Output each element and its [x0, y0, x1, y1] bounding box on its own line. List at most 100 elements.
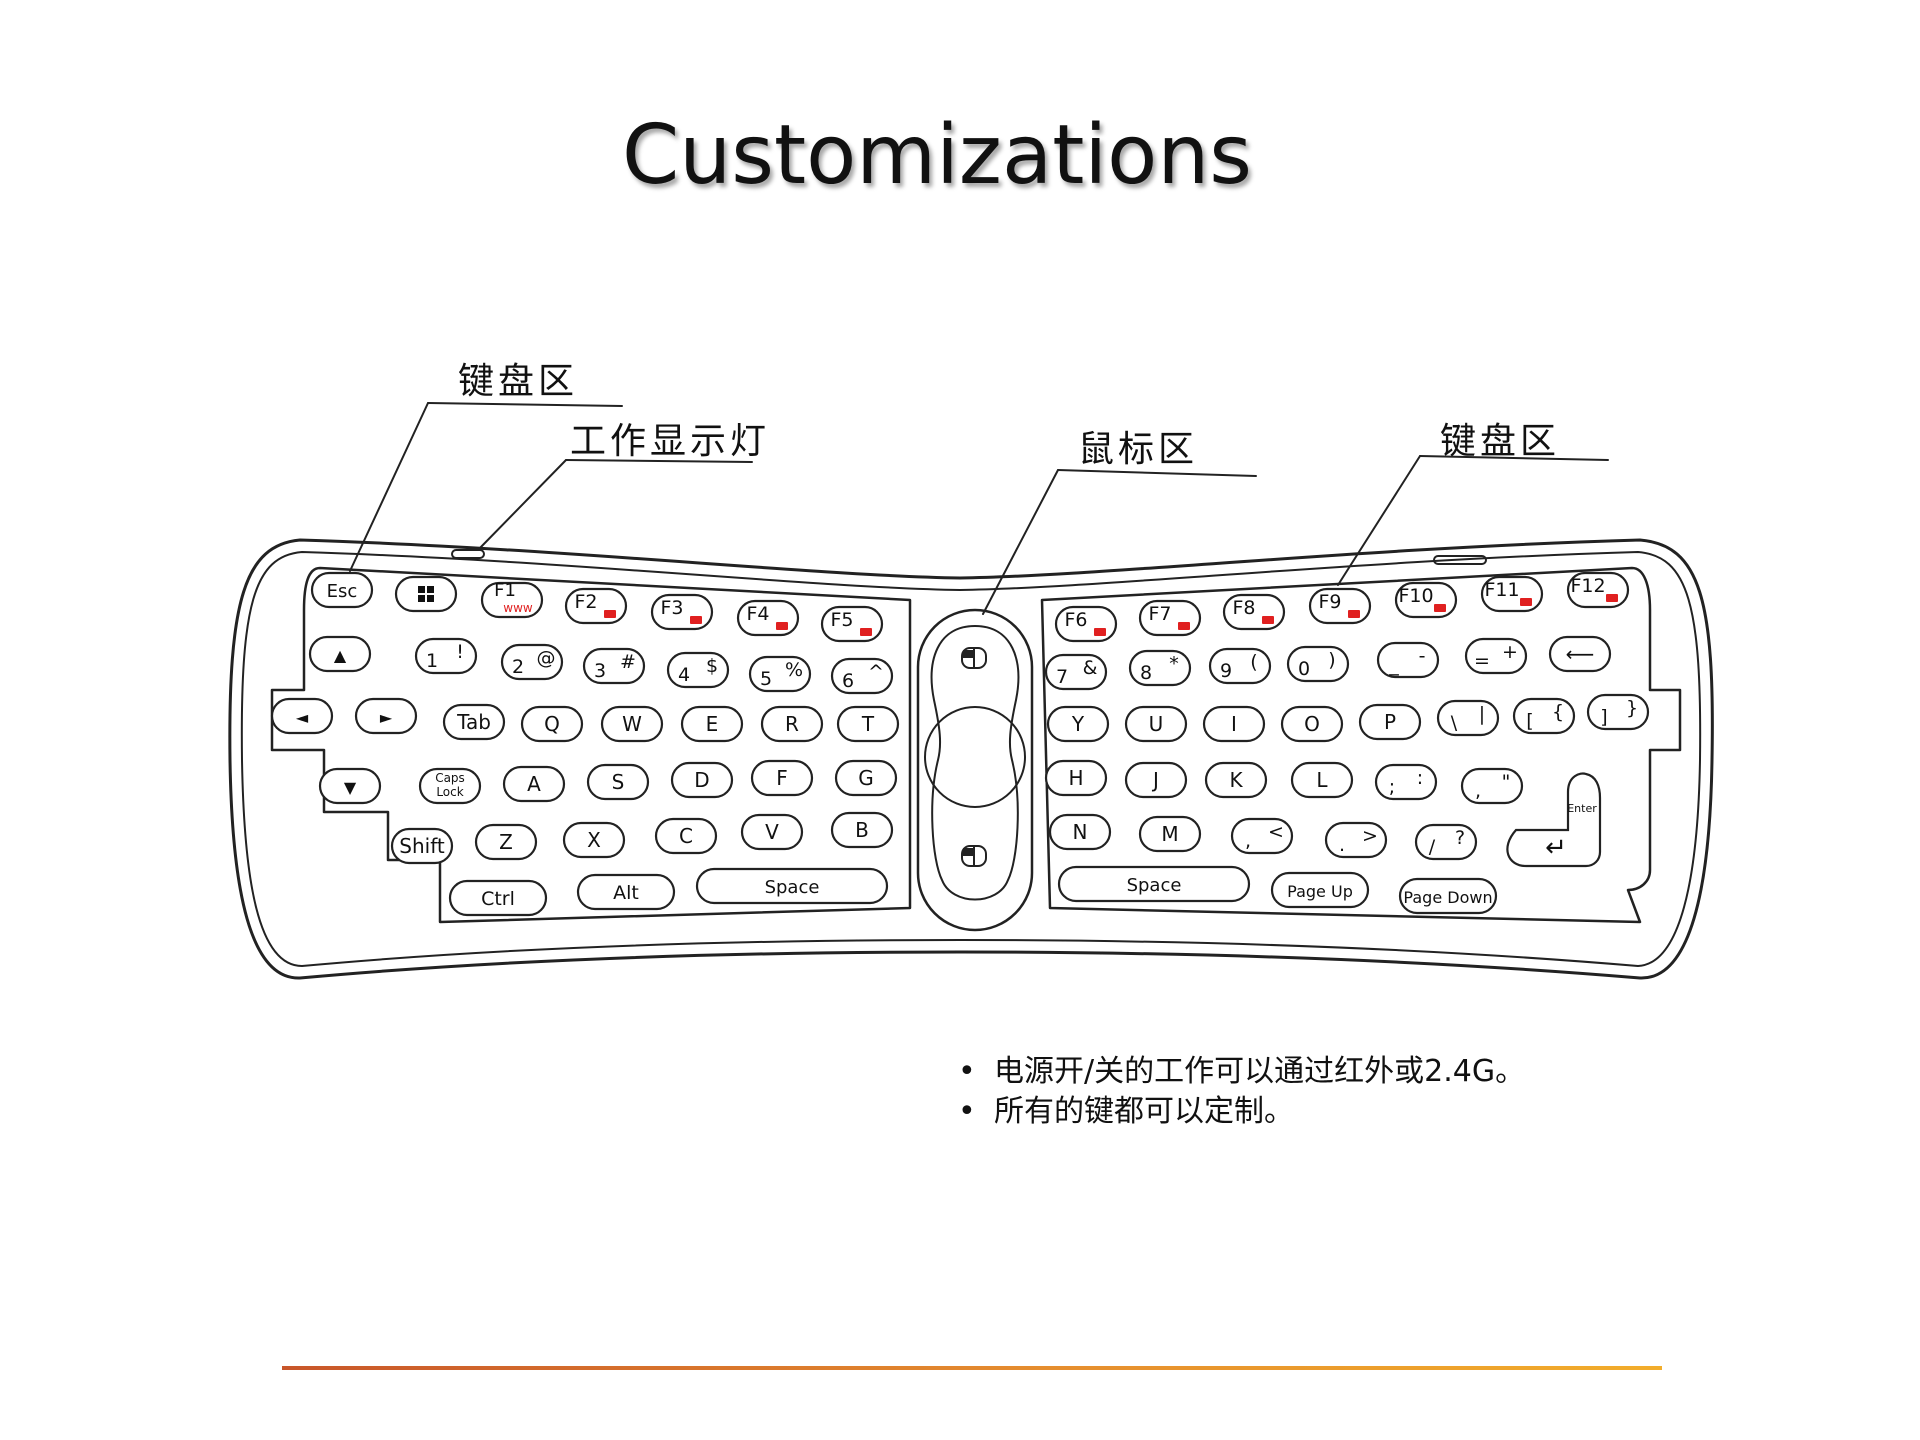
key-windows[interactable] [394, 575, 458, 613]
key-c[interactable]: C [654, 817, 718, 855]
key-alt[interactable]: Alt [576, 873, 676, 911]
key-w[interactable]: W [600, 705, 664, 743]
key-page-up[interactable]: Page Up [1270, 871, 1370, 909]
key-l[interactable]: L [1290, 761, 1354, 799]
key-right-bracket[interactable]: ]} [1586, 693, 1650, 731]
key-6[interactable]: 6^ [830, 657, 894, 695]
key-8-main: 8 [1140, 662, 1152, 684]
key-g-label: G [858, 766, 874, 790]
key-slash[interactable]: /? [1414, 823, 1478, 861]
key-left-bracket-main: [ [1526, 710, 1533, 732]
key-period[interactable]: .> [1324, 821, 1388, 859]
key-0[interactable]: 0) [1286, 645, 1350, 683]
key-space-right[interactable]: Space [1057, 865, 1251, 903]
key-b[interactable]: B [830, 811, 894, 849]
key-y[interactable]: Y [1046, 705, 1110, 743]
key-k[interactable]: K [1204, 761, 1268, 799]
key-arrow-down[interactable]: ▼ [318, 767, 382, 805]
key-z[interactable]: Z [474, 823, 538, 861]
key-2-main: 2 [512, 656, 524, 678]
key-space-left[interactable]: Space [695, 867, 889, 905]
key-7[interactable]: 7& [1044, 653, 1108, 691]
key-h[interactable]: H [1044, 759, 1108, 797]
key-backslash-symbol: | [1479, 703, 1485, 725]
key-r[interactable]: R [760, 705, 824, 743]
key-enter[interactable]: Enter↵ [1506, 772, 1602, 868]
key-f7-label: F7 [1148, 603, 1171, 625]
key-f[interactable]: F [750, 759, 814, 797]
key-x[interactable]: X [562, 821, 626, 859]
key-4-main: 4 [678, 664, 690, 686]
key-v[interactable]: V [740, 813, 804, 851]
volume-up-icon [1606, 594, 1618, 602]
key-period-symbol: > [1362, 825, 1378, 847]
key-n-label: N [1073, 820, 1088, 844]
key-f2[interactable]: F2 [564, 587, 628, 625]
key-f4[interactable]: F4 [736, 599, 800, 637]
windows-logo-icon [418, 586, 434, 602]
key-q[interactable]: Q [520, 705, 584, 743]
key-5[interactable]: 5% [748, 655, 812, 693]
key-n[interactable]: N [1048, 813, 1112, 851]
key-equals[interactable]: =+ [1464, 637, 1528, 675]
mouse-left-button-icon[interactable] [961, 647, 987, 669]
key-8[interactable]: 8* [1128, 649, 1192, 687]
key-page-down[interactable]: Page Down [1398, 877, 1498, 915]
key-e[interactable]: E [680, 705, 744, 743]
mouse-right-button-icon[interactable] [961, 845, 987, 867]
key-comma[interactable]: ,< [1230, 817, 1294, 855]
key-arrow-up[interactable]: ▲ [308, 635, 372, 673]
key-backslash[interactable]: \| [1436, 699, 1500, 737]
key-j[interactable]: J [1124, 761, 1188, 799]
key-shift[interactable]: Shift [390, 827, 454, 865]
key-backspace[interactable]: ⟵ [1548, 635, 1612, 673]
key-quote[interactable]: ," [1460, 767, 1524, 805]
key-arrow-left-label: ◄ [296, 708, 309, 727]
key-ctrl[interactable]: Ctrl [448, 879, 548, 917]
key-p[interactable]: P [1358, 703, 1422, 741]
key-r-label: R [785, 712, 799, 736]
key-o[interactable]: O [1280, 705, 1344, 743]
key-i[interactable]: I [1202, 705, 1266, 743]
key-f5[interactable]: F5 [820, 605, 884, 643]
key-9[interactable]: 9( [1208, 647, 1272, 685]
key-d[interactable]: D [670, 761, 734, 799]
key-2[interactable]: 2@ [500, 643, 564, 681]
key-f7[interactable]: F7 [1138, 599, 1202, 637]
key-page-down-label: Page Down [1403, 888, 1492, 907]
key-f3-label: F3 [660, 597, 683, 619]
callout-mouse-area: 鼠标区 [1078, 429, 1199, 470]
key-a[interactable]: A [502, 765, 566, 803]
key-f9-label: F9 [1318, 591, 1341, 613]
key-minus[interactable]: _- [1376, 641, 1440, 679]
key-f6[interactable]: F6 [1054, 605, 1118, 643]
key-t[interactable]: T [836, 705, 900, 743]
key-f8[interactable]: F8 [1222, 593, 1286, 631]
key-esc[interactable]: Esc [310, 571, 374, 609]
bullet-power: 电源开/关的工作可以通过红外或2.4G。 [950, 1052, 1525, 1092]
key-f12[interactable]: F12 [1566, 571, 1630, 609]
key-f3[interactable]: F3 [650, 593, 714, 631]
key-tab[interactable]: Tab [442, 703, 506, 741]
key-f9[interactable]: F9 [1308, 587, 1372, 625]
enter-arrow-icon: ↵ [1545, 833, 1567, 863]
key-m[interactable]: M [1138, 815, 1202, 853]
key-1[interactable]: 1! [414, 637, 478, 675]
key-4[interactable]: 4$ [666, 651, 730, 689]
key-3[interactable]: 3# [582, 647, 646, 685]
key-comma-symbol: < [1268, 821, 1284, 843]
key-z-label: Z [499, 830, 513, 854]
key-left-bracket[interactable]: [{ [1512, 697, 1576, 735]
key-semicolon[interactable]: ;: [1374, 763, 1438, 801]
key-arrow-right[interactable]: ► [354, 697, 418, 735]
key-g[interactable]: G [834, 759, 898, 797]
key-u[interactable]: U [1124, 705, 1188, 743]
key-f11[interactable]: F11 [1480, 575, 1544, 613]
key-f10[interactable]: F10 [1394, 581, 1458, 619]
key-equals-symbol: + [1502, 641, 1518, 663]
key-arrow-left[interactable]: ◄ [270, 697, 334, 735]
key-esc-label: Esc [327, 581, 358, 602]
key-s[interactable]: S [586, 763, 650, 801]
